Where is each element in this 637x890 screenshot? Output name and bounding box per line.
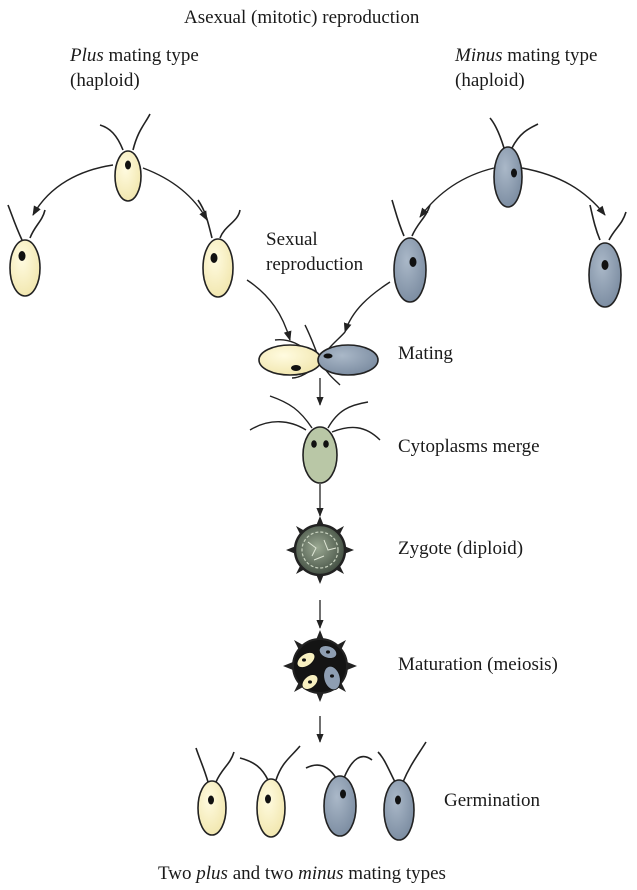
plus-daughter-cell-left xyxy=(8,205,45,296)
caption-part-2: and two xyxy=(228,863,298,884)
arrow-plus-left xyxy=(33,165,113,215)
minus-mating-type-rest: mating type xyxy=(503,45,598,66)
arrow-minus-right xyxy=(522,168,605,215)
reproduction-label: reproduction xyxy=(266,253,363,276)
progeny-minus-2 xyxy=(378,742,426,840)
plus-mating-type-rest: mating type xyxy=(104,45,199,66)
germination-label: Germination xyxy=(444,789,540,812)
arrow-minus-left xyxy=(420,168,494,217)
arrow-sexual-from-minus xyxy=(345,282,390,332)
bottom-caption: Two plus and two minus mating types xyxy=(158,862,446,885)
minus-parent-cell xyxy=(490,118,538,207)
progeny-plus-2 xyxy=(240,746,300,837)
caption-minus: minus xyxy=(298,863,343,884)
caption-part-1: Two xyxy=(158,863,196,884)
arrow-plus-right xyxy=(143,168,207,220)
plus-parent-cell xyxy=(100,114,150,201)
progeny-plus-1 xyxy=(196,748,234,835)
plus-haploid-label: (haploid) xyxy=(70,69,140,92)
minus-mating-type-label: Minus mating type xyxy=(455,44,597,67)
cytoplasms-merge-label: Cytoplasms merge xyxy=(398,435,540,458)
merged-cell xyxy=(250,396,380,483)
minus-haploid-label: (haploid) xyxy=(455,69,525,92)
sexual-label: Sexual xyxy=(266,228,318,251)
zygote-label: Zygote (diploid) xyxy=(398,537,523,560)
arrow-sexual-from-plus xyxy=(247,280,290,340)
minus-word: Minus xyxy=(455,45,503,66)
caption-plus: plus xyxy=(196,863,228,884)
plus-word: Plus xyxy=(70,45,104,66)
plus-mating-type-label: Plus mating type xyxy=(70,44,199,67)
zygote-cell xyxy=(286,516,354,584)
mating-label: Mating xyxy=(398,342,453,365)
progeny-minus-1 xyxy=(306,757,372,836)
minus-daughter-cell-right xyxy=(589,205,626,307)
mating-pair xyxy=(259,325,378,385)
maturation-label: Maturation (meiosis) xyxy=(398,653,558,676)
caption-part-3: mating types xyxy=(344,863,446,884)
asexual-reproduction-label: Asexual (mitotic) reproduction xyxy=(184,6,419,29)
minus-daughter-cell-left xyxy=(392,200,430,302)
maturation-cell xyxy=(283,630,357,702)
